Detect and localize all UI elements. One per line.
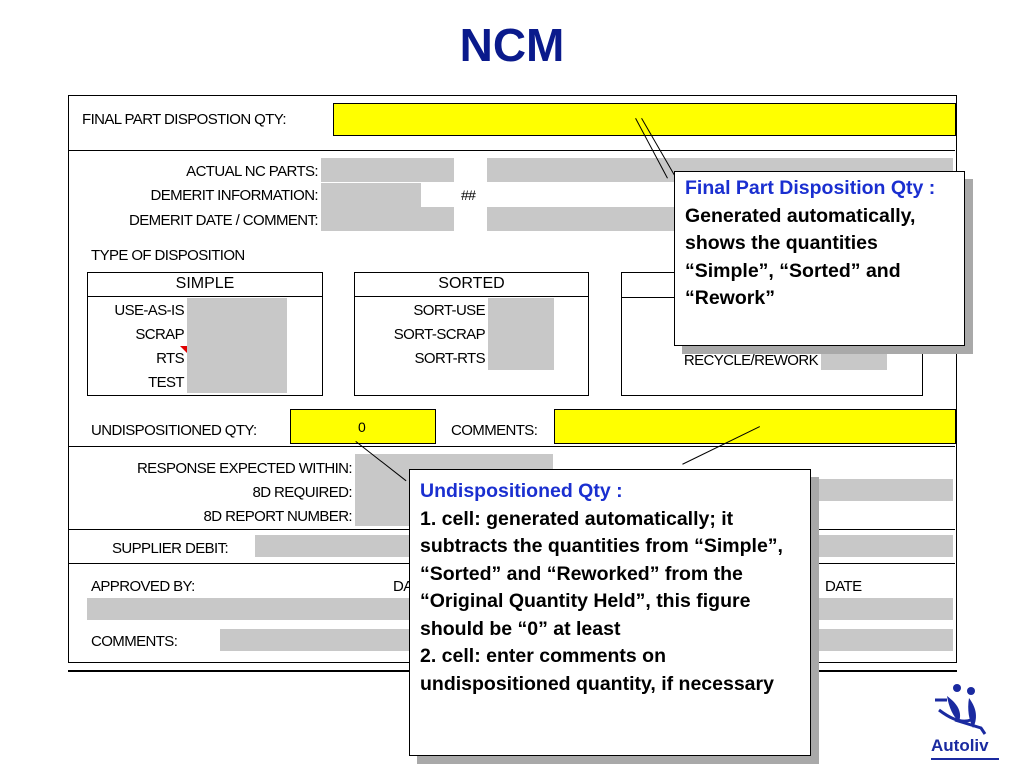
undispositioned-qty-label: UNDISPOSITIONED QTY: bbox=[91, 422, 257, 439]
recycle-rework-field[interactable] bbox=[821, 348, 887, 370]
supplier-debit-label: SUPPLIER DEBIT: bbox=[112, 540, 229, 557]
sort-use-label: SORT-USE bbox=[413, 302, 485, 319]
type-of-disposition-label: TYPE OF DISPOSITION bbox=[91, 247, 245, 264]
response-expected-label: RESPONSE EXPECTED WITHIN: bbox=[136, 460, 353, 477]
undispositioned-comments-field[interactable] bbox=[554, 409, 956, 444]
sorted-disposition-box bbox=[354, 272, 589, 396]
final-part-disposition-callout: Final Part Disposition Qty : Generated a… bbox=[674, 171, 965, 346]
final-part-callout-title: Final Part Disposition Qty : bbox=[685, 177, 936, 199]
autoliv-logo-text: Autoliv bbox=[931, 736, 989, 755]
demerit-information-label: DEMERIT INFORMATION: bbox=[150, 187, 319, 204]
rts-label: RTS bbox=[156, 350, 185, 367]
date-label-partial: DA bbox=[393, 578, 413, 595]
demerit-information-value: ## bbox=[461, 187, 476, 203]
divider-1 bbox=[69, 150, 955, 151]
comment-marker-icon bbox=[180, 346, 187, 353]
bottom-comments-label: COMMENTS: bbox=[91, 633, 178, 650]
actual-nc-parts-field[interactable] bbox=[321, 158, 454, 182]
simple-header: SIMPLE bbox=[88, 275, 322, 297]
simple-disposition-box bbox=[87, 272, 323, 396]
undispositioned-callout-body-2: 2. cell: enter comments on undisposition… bbox=[420, 645, 774, 695]
8d-extra-field[interactable] bbox=[812, 479, 953, 501]
divider-2 bbox=[69, 446, 955, 447]
use-as-is-label: USE-AS-IS bbox=[114, 302, 184, 319]
undispositioned-callout-title: Undispositioned Qty : bbox=[420, 480, 623, 502]
date-label: DATE bbox=[825, 578, 862, 595]
undispositioned-qty-field[interactable] bbox=[290, 409, 436, 444]
autoliv-logo: Autoliv bbox=[925, 680, 1005, 762]
logo-underline bbox=[931, 758, 999, 760]
final-part-disposition-label: FINAL PART DISPOSTION QTY: bbox=[82, 111, 287, 128]
undispositioned-callout-body-1: 1. cell: generated automatically; it sub… bbox=[420, 507, 783, 640]
demerit-date-field[interactable] bbox=[321, 207, 454, 231]
sorted-quantity-fields[interactable] bbox=[488, 298, 554, 370]
autoliv-figure-icon bbox=[935, 684, 987, 735]
demerit-date-comment-label: DEMERIT DATE / COMMENT: bbox=[129, 212, 319, 229]
test-label: TEST bbox=[148, 374, 185, 391]
actual-nc-parts-label: ACTUAL NC PARTS: bbox=[186, 163, 318, 180]
scrap-label: SCRAP bbox=[135, 326, 184, 343]
sort-scrap-label: SORT-SCRAP bbox=[393, 326, 486, 343]
approved-by-label: APPROVED BY: bbox=[91, 578, 195, 595]
simple-quantity-fields[interactable] bbox=[187, 298, 287, 393]
undispositioned-comments-label: COMMENTS: bbox=[451, 422, 538, 439]
8d-report-number-label: 8D REPORT NUMBER: bbox=[203, 508, 353, 525]
page-title: NCM bbox=[459, 19, 565, 71]
8d-required-label: 8D REQUIRED: bbox=[252, 484, 353, 501]
final-part-callout-body: Generated automatically, shows the quant… bbox=[685, 204, 916, 310]
demerit-information-field[interactable] bbox=[321, 183, 421, 207]
undispositioned-qty-value: 0 bbox=[358, 419, 366, 435]
undispositioned-qty-callout: Undispositioned Qty : 1. cell: generated… bbox=[409, 469, 811, 756]
final-part-disposition-field[interactable] bbox=[333, 103, 956, 136]
sorted-header: SORTED bbox=[355, 275, 588, 297]
sort-rts-label: SORT-RTS bbox=[414, 350, 486, 367]
recycle-rework-label: RECYCLE/REWORK bbox=[683, 352, 819, 369]
